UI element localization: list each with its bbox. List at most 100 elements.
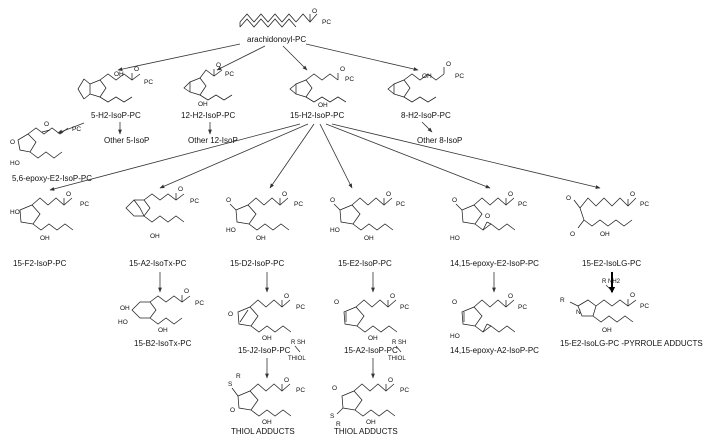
label-15-a2-isop-pc: 15-A2-IsoP-PC: [344, 346, 398, 355]
label-8-h2-isop-pc: 8-H2-IsoP-PC: [401, 111, 451, 120]
atom-o: O: [228, 311, 233, 318]
atom-pc: PC: [72, 126, 81, 133]
atom-o: O: [508, 293, 513, 300]
label-14-15-epoxy-e2-isop-pc: 14,15-epoxy-E2-IsoP-PC: [450, 259, 539, 268]
atom-o: O: [340, 66, 345, 73]
atom-pc: PC: [455, 73, 464, 80]
reagent-bond: [294, 345, 301, 353]
label-5-h2-isop-pc: 5-H2-IsoP-PC: [91, 111, 141, 120]
atom-oh: OH: [422, 73, 432, 80]
atom-oh: OH: [256, 235, 266, 242]
atom-o: O: [390, 293, 395, 300]
label-15-e2-isop-pc: 15-E2-IsoP-PC: [338, 259, 392, 268]
label-15-j2-isop-pc: 15-J2-IsoP-PC: [238, 346, 291, 355]
atom-o: O: [630, 292, 635, 299]
5-6-epoxy-e2-structure: [17, 127, 69, 159]
reagent-thiol-2: THIOL: [388, 356, 406, 362]
atom-o: O: [508, 191, 513, 198]
atom-o: O: [282, 191, 287, 198]
atom-o: O: [332, 385, 337, 392]
atom-o: O: [334, 299, 339, 306]
atom-o: O: [10, 139, 15, 146]
atom-o: O: [284, 377, 289, 384]
atom-oh: OH: [158, 327, 168, 334]
atom-ho: HO: [450, 333, 460, 340]
atom-pc: PC: [640, 303, 649, 310]
15-h2-isop-structure: [289, 73, 347, 103]
atom-ho: HO: [226, 227, 236, 234]
atom-o: O: [388, 377, 393, 384]
label-15-a2-isotx-pc: 15-A2-IsoTx-PC: [129, 259, 187, 268]
label-pyrrole-adducts: 15-E2-IsoLG-PC -PYRROLE ADDUCTS: [560, 339, 703, 348]
atom-ho: HO: [10, 160, 20, 167]
pyrrole-adduct-structure: [569, 299, 637, 323]
atom-pc: PC: [322, 19, 331, 26]
label-thiol-adducts-2: THIOL ADDUCTS: [334, 427, 398, 436]
atom-pc: PC: [345, 76, 354, 83]
atom-o: O: [184, 288, 189, 295]
atom-oh: OH: [602, 327, 612, 334]
atom-o: O: [452, 197, 457, 204]
atom-n: N: [576, 309, 581, 316]
atom-ho: HO: [10, 209, 20, 216]
label-15-h2-isop-pc: 15-H2-IsoP-PC: [290, 111, 344, 120]
thiol-adduct-1-structure: [231, 383, 292, 417]
arrow-to-5-6-epoxy: [57, 122, 85, 134]
atom-o: O: [66, 191, 71, 198]
atom-oh: OH: [364, 235, 374, 242]
atom-ho: HO: [330, 227, 340, 234]
12-h2-isop-structure: [183, 69, 233, 101]
atom-o: O: [485, 213, 490, 220]
8-h2-isop-structure: [387, 67, 445, 103]
atom-pc: PC: [640, 201, 649, 208]
atom-r: R: [236, 373, 241, 380]
atom-o: O: [452, 299, 457, 306]
15-f2-isop-structure: [19, 197, 74, 231]
label-other-5-isop: Other 5-IsoP: [104, 136, 149, 145]
atom-oh: OH: [600, 231, 610, 238]
reagent-r-sh-1: R SH: [291, 340, 305, 346]
atom-pc: PC: [518, 304, 527, 311]
label-15-d2-isop-pc: 15-D2-IsoP-PC: [230, 259, 284, 268]
atom-pc: PC: [396, 201, 405, 208]
label-thiol-adducts-1: THIOL ADDUCTS: [231, 427, 295, 436]
15-b2-isotx-structure: [131, 295, 191, 325]
label-12-h2-isop-pc: 12-H2-IsoP-PC: [181, 111, 235, 120]
label-arachidonoyl-pc: arachidonoyl-PC: [247, 35, 306, 44]
label-15-f2-isop-pc: 15-F2-IsoP-PC: [13, 259, 67, 268]
label-14-15-epoxy-a2-isop-pc: 14,15-epoxy-A2-IsoP-PC: [450, 346, 539, 355]
atom-oh: OH: [114, 71, 124, 78]
atom-o: O: [312, 8, 317, 15]
15-j2-isop-structure: [237, 299, 292, 333]
atom-pc: PC: [400, 304, 409, 311]
atom-o: O: [566, 195, 571, 202]
arachidonoyl-structure: [239, 13, 318, 28]
atom-pc: PC: [296, 304, 305, 311]
14-15-epoxy-e2-structure: [455, 197, 516, 231]
14-15-epoxy-a2-structure: [461, 299, 516, 333]
atom-o: O: [230, 407, 235, 414]
label-15-b2-isotx-pc: 15-B2-IsoTx-PC: [134, 339, 192, 348]
15-d2-isop-structure: [229, 197, 290, 231]
reagent-thiol-1: THIOL: [288, 356, 306, 362]
label-other-12-isop: Other 12-IsoP: [188, 136, 238, 145]
atom-o: O: [44, 121, 49, 128]
atom-pc: PC: [518, 201, 527, 208]
atom-o: O: [630, 191, 635, 198]
atom-pc: PC: [225, 71, 234, 78]
atom-o: O: [284, 293, 289, 300]
reagent-bond: [395, 345, 402, 353]
atom-o: O: [226, 197, 231, 204]
label-other-8-isop: Other 8-IsoP: [417, 136, 462, 145]
atom-oh: OH: [318, 102, 328, 109]
atom-oh: OH: [262, 419, 272, 426]
atom-o: O: [386, 191, 391, 198]
atom-ho: HO: [118, 319, 128, 326]
atom-pc: PC: [296, 387, 305, 394]
atom-r: R: [336, 421, 341, 428]
atom-oh: OH: [368, 335, 378, 342]
atom-r: R: [560, 297, 565, 304]
atom-pc: PC: [190, 198, 199, 205]
